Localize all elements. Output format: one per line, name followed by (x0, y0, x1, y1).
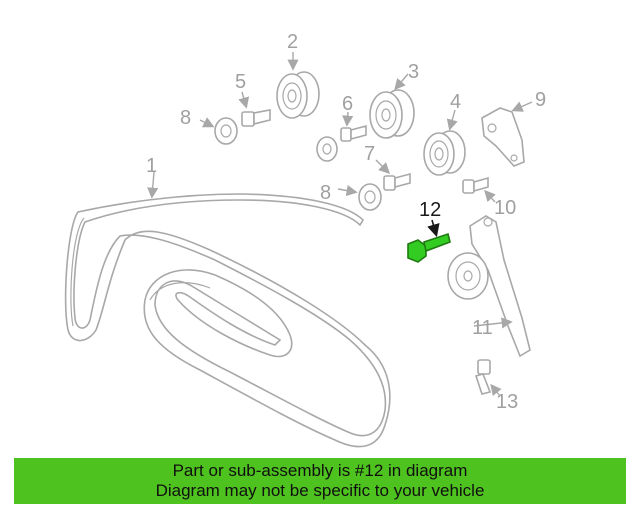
bolt-6 (340, 124, 367, 142)
callout-8-upper: 8 (180, 107, 191, 129)
callout-12: 12 (419, 199, 441, 221)
idler-pulley-4 (423, 130, 466, 176)
bolt-10 (462, 176, 489, 194)
callout-13: 13 (496, 391, 518, 413)
callout-1: 1 (146, 155, 157, 177)
leader-lines (147, 52, 533, 397)
callout-11: 11 (472, 317, 493, 339)
bolt-13 (474, 359, 492, 395)
washer-6-spacer (316, 136, 338, 162)
washer-8-upper (214, 117, 238, 145)
idler-pulley-3 (369, 89, 415, 139)
banner-line-part-number: Part or sub-assembly is #12 in diagram (172, 461, 468, 480)
callout-5: 5 (235, 71, 246, 93)
idler-pulley-2 (276, 71, 320, 119)
highlighted-bolt-12[interactable] (407, 232, 451, 263)
callout-2: 2 (287, 31, 298, 53)
washer-8-lower (358, 183, 382, 211)
callout-3: 3 (408, 61, 419, 83)
callout-4: 4 (450, 91, 461, 113)
callout-8-lower: 8 (320, 182, 331, 204)
serpentine-belt (64, 193, 391, 448)
belt-tensioner-11 (447, 215, 531, 358)
callout-9: 9 (535, 89, 546, 111)
bolt-5 (241, 109, 271, 127)
info-banner: Part or sub-assembly is #12 in diagram D… (14, 458, 626, 504)
bolt-7 (383, 172, 411, 191)
bracket-9 (481, 107, 525, 167)
banner-line-disclaimer: Diagram may not be specific to your vehi… (155, 481, 485, 500)
callout-10: 10 (494, 197, 516, 219)
callout-6: 6 (342, 93, 353, 115)
callout-7: 7 (364, 143, 375, 165)
